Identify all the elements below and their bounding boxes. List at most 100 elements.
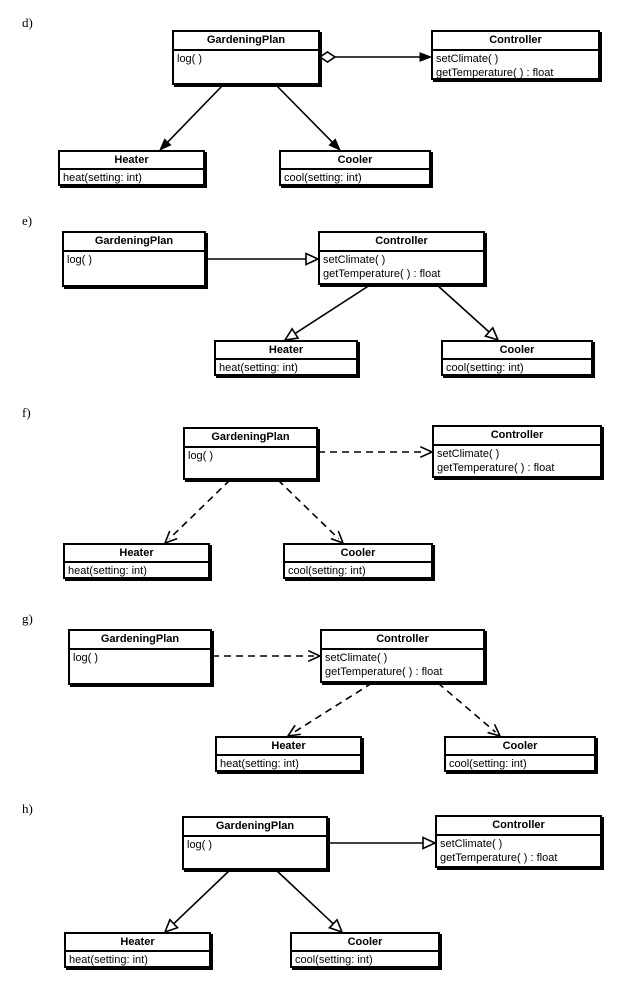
uml-operation: setClimate( )	[437, 448, 500, 460]
filled-arrowhead-icon	[328, 138, 341, 151]
uml-operation: setClimate( )	[436, 53, 499, 65]
hollow-triangle-arrowhead-icon	[328, 918, 344, 934]
edge-generalization-gardeningplan-controller[interactable]	[328, 836, 437, 850]
uml-operations-compartment: log( )	[184, 837, 326, 853]
uml-class-box-cooler[interactable]: Cooler cool(setting: int)	[444, 736, 596, 772]
uml-class-name: GardeningPlan	[174, 32, 318, 51]
uml-operations-compartment: cool(setting: int)	[443, 360, 591, 376]
edge-aggregation-gardeningplan-controller[interactable]	[318, 51, 433, 63]
uml-operation: getTemperature( ) : float	[436, 67, 554, 79]
uml-class-name: GardeningPlan	[185, 429, 316, 448]
uml-class-name: Cooler	[285, 545, 431, 563]
uml-class-name: GardeningPlan	[184, 818, 326, 837]
uml-operation: heat(setting: int)	[69, 954, 148, 966]
uml-class-name: Controller	[322, 631, 483, 650]
uml-class-box-cooler[interactable]: Cooler cool(setting: int)	[279, 150, 431, 186]
edge-shaft	[436, 284, 491, 334]
uml-class-box-controller[interactable]: Controller setClimate( ) getTemperature( )…	[431, 30, 600, 80]
uml-operation: setClimate( )	[440, 838, 503, 850]
uml-class-name: Heater	[217, 738, 360, 756]
uml-operations-compartment: setClimate( )getTemperature( ) : float	[322, 650, 483, 680]
uml-operation: cool(setting: int)	[288, 565, 366, 577]
uml-operation: cool(setting: int)	[449, 758, 527, 770]
uml-class-box-cooler[interactable]: Cooler cool(setting: int)	[283, 543, 433, 579]
uml-operations-compartment: setClimate( ) getTemperature( ) : float	[437, 836, 600, 866]
edge-generalization-gardeningplan-heater[interactable]	[163, 869, 231, 934]
uml-class-name: GardeningPlan	[64, 233, 204, 252]
uml-class-box-gardening_plan[interactable]: GardeningPlan log( )	[62, 231, 206, 287]
hollow-triangle-arrowhead-icon	[422, 836, 437, 850]
uml-operation: getTemperature( ) : float	[325, 666, 443, 678]
edge-shaft	[172, 869, 231, 925]
uml-class-name: Cooler	[281, 152, 429, 170]
hollow-triangle-arrowhead-icon	[483, 326, 500, 342]
uml-operations-compartment: setClimate( )getTemperature( ) : float	[434, 446, 600, 476]
uml-operations-compartment: heat(setting: int)	[60, 170, 203, 186]
edge-generalization-controller-heater[interactable]	[283, 284, 371, 342]
uml-operations-compartment: log( )	[70, 650, 210, 666]
uml-operations-compartment: heat(setting: int)	[216, 360, 356, 376]
uml-class-box-gardening_plan[interactable]: GardeningPlan log( )	[183, 427, 318, 480]
edge-shaft	[168, 479, 231, 540]
uml-operation: getTemperature( ) : float	[440, 852, 558, 864]
uml-class-name: Cooler	[292, 934, 438, 952]
uml-class-name: Controller	[433, 32, 598, 51]
uml-class-box-cooler[interactable]: Cooler cool(setting: int)	[441, 340, 593, 376]
filled-arrowhead-icon	[419, 52, 433, 62]
panel-label-e: e)	[22, 213, 33, 228]
uml-class-box-gardening_plan[interactable]: GardeningPlan log( )	[182, 816, 328, 870]
hollow-triangle-arrowhead-icon	[283, 327, 300, 342]
uml-operation: log( )	[73, 652, 99, 664]
uml-operation: log( )	[188, 450, 214, 462]
uml-operation: cool(setting: int)	[284, 172, 362, 184]
uml-operations-compartment: log( )	[185, 448, 316, 464]
edge-association-gardeningplan-cooler[interactable]	[275, 84, 341, 151]
uml-operation: log( )	[177, 53, 203, 65]
hollow-triangle-arrowhead-icon	[163, 918, 179, 934]
edge-shaft	[275, 84, 335, 145]
uml-class-name: Controller	[320, 233, 483, 252]
aggregation-diamond-icon	[318, 51, 337, 63]
uml-class-name: Cooler	[446, 738, 594, 756]
uml-operations-compartment: cool(setting: int)	[446, 756, 594, 772]
edge-generalization-gardeningplan-controller[interactable]	[206, 252, 320, 266]
uml-operations-compartment: setClimate( ) getTemperature( ) : float	[433, 51, 598, 81]
uml-class-name: Heater	[65, 545, 208, 563]
uml-operation: heat(setting: int)	[63, 172, 142, 184]
uml-operations-compartment: cool(setting: int)	[292, 952, 438, 968]
uml-operation: cool(setting: int)	[446, 362, 524, 374]
uml-class-box-gardening_plan[interactable]: GardeningPlan log( )	[172, 30, 320, 85]
uml-operation: log( )	[187, 839, 213, 851]
uml-class-name: GardeningPlan	[70, 631, 210, 650]
uml-class-name: Heater	[66, 934, 209, 952]
hollow-triangle-arrowhead-icon	[305, 252, 320, 266]
uml-operation: log( )	[67, 254, 93, 266]
edge-association-gardeningplan-heater[interactable]	[159, 84, 224, 152]
edge-shaft	[277, 479, 340, 540]
edge-generalization-gardeningplan-cooler[interactable]	[275, 869, 344, 934]
uml-class-name: Controller	[434, 427, 600, 446]
uml-class-box-heater[interactable]: Heater heat(setting: int)	[64, 932, 211, 968]
uml-operation: setClimate( )	[323, 254, 386, 266]
edge-generalization-controller-cooler[interactable]	[436, 284, 500, 342]
edge-shaft	[292, 682, 373, 734]
edge-shaft	[437, 682, 496, 733]
uml-class-box-gardening_plan[interactable]: GardeningPlan log( )	[68, 629, 212, 685]
uml-class-name: Cooler	[443, 342, 591, 360]
